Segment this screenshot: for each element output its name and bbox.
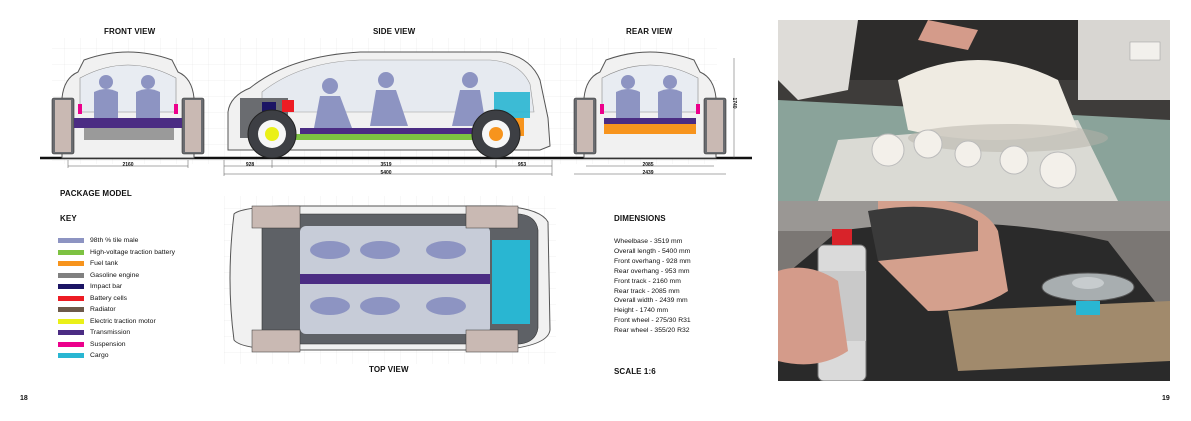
key-swatch [58,318,84,324]
key-item: Cargo [58,350,175,362]
key-swatch [58,261,84,267]
key-label: Cargo [90,352,109,360]
overall-length-dim: 5400 [380,170,392,176]
dimension-item: Wheelbase - 3519 mm [614,238,683,245]
dimension-item: Front wheel - 275/30 R31 [614,317,691,325]
key-label: Electric traction motor [90,317,156,325]
dimension-item: Rear overhang - 953 mm [614,267,690,275]
key-label: 98th % tile male [90,237,139,245]
package-model-title: PACKAGE MODEL [60,189,132,198]
key-item: Transmission [58,327,175,339]
key-label: Fuel tank [90,260,118,268]
key-item: High-voltage traction battery [58,247,175,259]
page-number-left: 18 [20,395,28,402]
key-swatch [58,353,84,359]
key-list: 98th % tile male High-voltage traction b… [58,235,175,362]
dimension-item: Rear wheel - 355/20 R32 [614,327,690,335]
rear-track-dim: 2085 [642,162,654,168]
height-dim: 1740 [731,97,737,109]
front-view-label: FRONT VIEW [104,27,156,36]
front-track-dim: 2160 [122,162,134,168]
key-swatch [58,341,84,347]
key-item: Radiator [58,304,175,316]
dimension-item: Overall width - 2439 mm [614,297,688,305]
key-item: Electric traction motor [58,316,175,328]
dimensions-list: Wheelbase - 3519 mm Overall length - 540… [614,237,691,336]
dimensions-title: DIMENSIONS [614,214,666,223]
top-view-label: TOP VIEW [369,365,409,374]
key-item: 98th % tile male [58,235,175,247]
key-label: Gasoline engine [90,271,140,279]
dimension-item: Height - 1740 mm [614,307,669,315]
key-item: Battery cells [58,293,175,305]
dimension-item: Rear track - 2085 mm [614,287,680,295]
key-item: Gasoline engine [58,270,175,282]
top-view [229,205,551,353]
model-photo [778,20,1170,201]
key-label: Battery cells [90,294,128,302]
key-swatch [58,272,84,278]
key-swatch [58,295,84,301]
rear-view-label: REAR VIEW [626,27,673,36]
package-drawing [40,38,752,364]
scale-label: SCALE 1:6 [614,367,656,376]
key-item: Fuel tank [58,258,175,270]
key-swatch [58,284,84,290]
wheelbase-dim: 3519 [380,162,392,168]
key-label: Impact bar [90,283,123,291]
key-label: Radiator [90,306,116,314]
key-swatch [58,307,84,313]
dimension-item: Front overhang - 928 mm [614,257,691,265]
overall-width-dim: 2439 [642,170,654,176]
page-number-right: 19 [1162,395,1170,402]
key-label: Transmission [90,329,131,337]
front-view [51,51,205,168]
front-overhang-dim: 928 [245,162,255,168]
dimension-item: Front track - 2160 mm [614,277,681,285]
key-item: Suspension [58,339,175,351]
key-title: KEY [60,214,77,223]
rear-view [573,51,735,175]
key-swatch [58,330,84,336]
side-view-label: SIDE VIEW [373,27,416,36]
spray-paint-photo [778,201,1170,381]
rear-overhang-dim: 953 [517,162,527,168]
key-swatch [58,238,84,244]
key-label: High-voltage traction battery [90,248,176,256]
dimension-item: Overall length - 5400 mm [614,247,691,255]
key-label: Suspension [90,340,126,348]
key-item: Impact bar [58,281,175,293]
side-view [223,51,553,176]
key-swatch [58,249,84,255]
